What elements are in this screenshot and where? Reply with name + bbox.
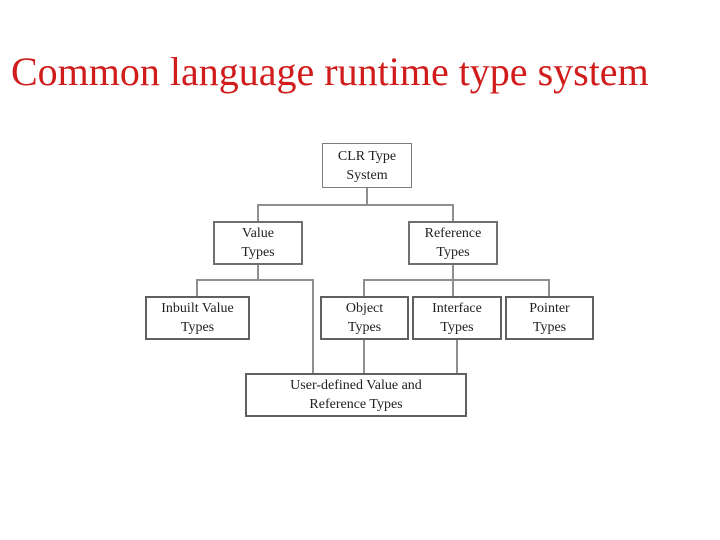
connector-value-horizontal (196, 279, 314, 281)
node-label-line: User-defined Value and (290, 378, 422, 393)
connector-clr-drop (366, 187, 368, 206)
node-value-types: Value Types (213, 221, 303, 265)
connector-to-value-types (257, 204, 259, 222)
node-label-line: Reference (424, 226, 482, 241)
slide-title: Common language runtime type system (11, 48, 649, 94)
node-label-line: Types (440, 320, 474, 335)
node-label-line: System (346, 167, 388, 183)
connector-to-object-types (363, 279, 365, 297)
node-label-line: Types (532, 320, 567, 335)
node-label-line: Types (180, 320, 215, 335)
connector-to-pointer-types (548, 279, 550, 297)
node-clr-type-system: CLR Type System (322, 143, 412, 188)
connector-to-interface-types (452, 279, 454, 297)
connector-reference-horizontal (363, 279, 550, 281)
node-label-line: Types (241, 245, 275, 260)
node-reference-types: Reference Types (408, 221, 498, 265)
connector-level1-horizontal (257, 204, 454, 206)
node-label-line: Interface (432, 301, 482, 316)
node-object-types: Object Types (320, 296, 409, 340)
node-pointer-types: Pointer Types (505, 296, 594, 340)
node-label-line: Pointer (529, 301, 570, 316)
node-label-line: Value (242, 226, 274, 241)
node-user-defined-types: User-defined Value and Reference Types (245, 373, 467, 417)
connector-value-to-userdefined (312, 279, 314, 374)
node-interface-types: Interface Types (412, 296, 502, 340)
node-label-line: Object (345, 301, 384, 316)
node-label-line: Types (347, 320, 382, 335)
connector-value-drop (257, 264, 259, 281)
connector-object-to-userdefined (363, 339, 365, 374)
connector-to-inbuilt-types (196, 279, 198, 297)
node-inbuilt-value-types: Inbuilt Value Types (145, 296, 250, 340)
node-label-line: CLR Type (337, 148, 397, 164)
node-label-line: Reference Types (309, 397, 403, 412)
connector-reference-drop (452, 264, 454, 281)
connector-interface-to-userdefined (456, 339, 458, 374)
node-label-line: Types (436, 245, 470, 260)
node-label-line: Inbuilt Value (161, 301, 234, 316)
connector-to-reference-types (452, 204, 454, 222)
